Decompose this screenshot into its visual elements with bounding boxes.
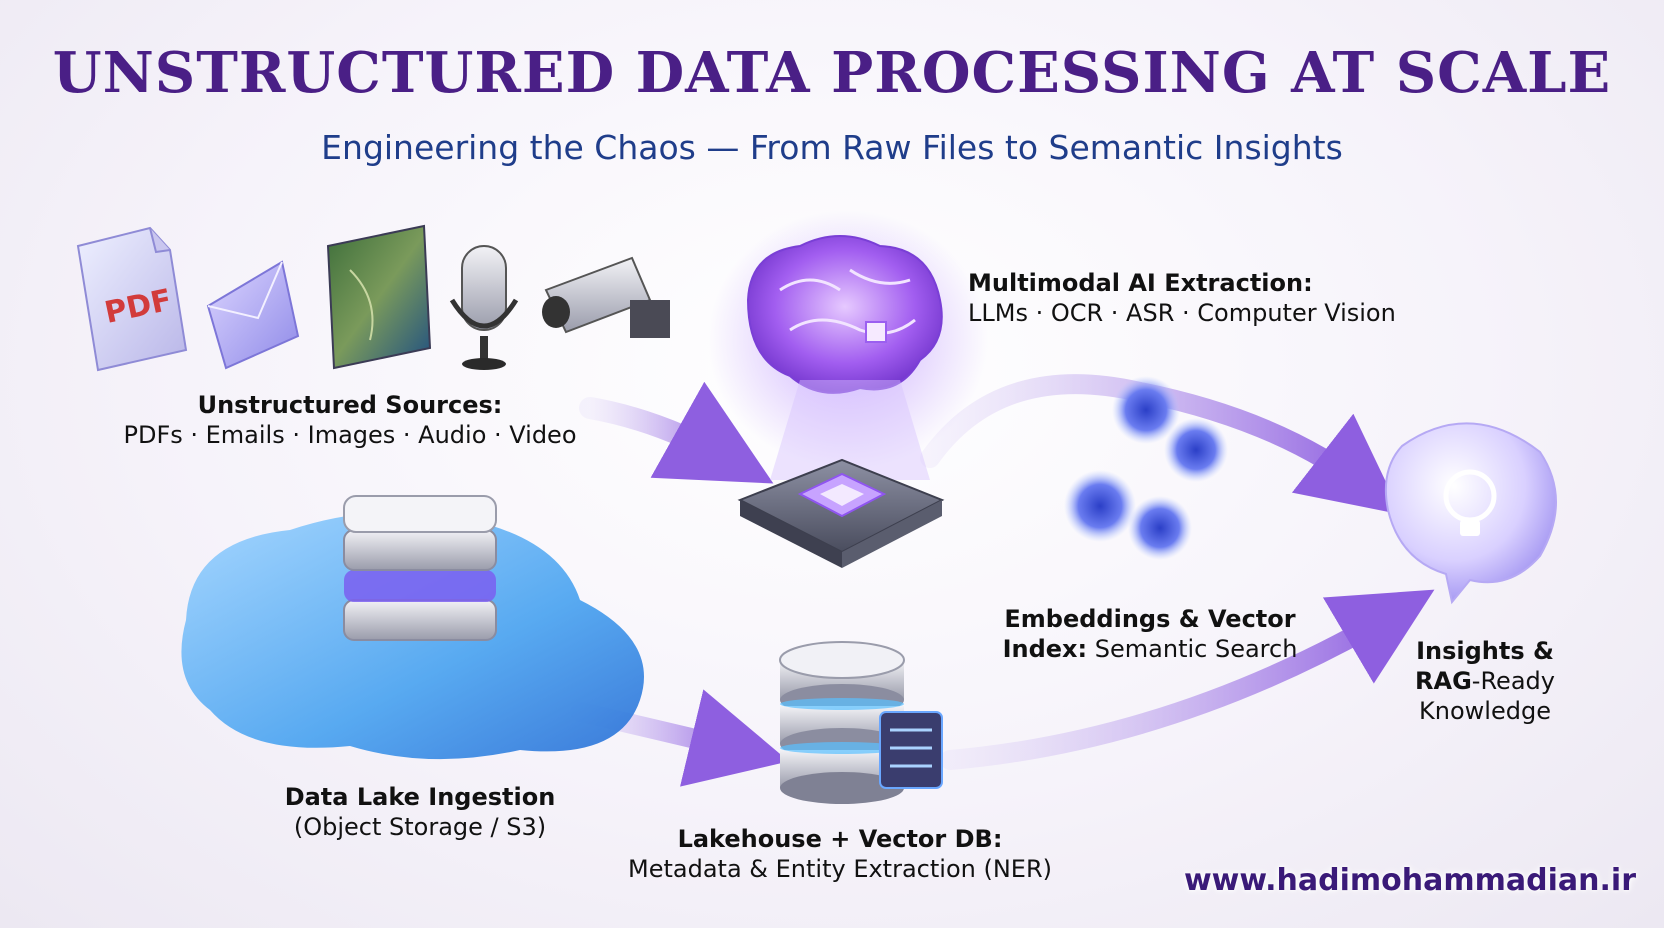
email-envelope-icon	[206, 260, 300, 370]
security-camera-icon	[542, 256, 670, 338]
extraction-detail: LLMs · OCR · ASR · Computer Vision	[968, 299, 1396, 327]
pdf-document-icon: PDF	[76, 226, 188, 372]
processor-chip-icon	[737, 458, 945, 568]
lakehouse-title: Lakehouse + Vector DB:	[677, 825, 1003, 853]
page-subtitle: Engineering the Chaos — From Raw Files t…	[321, 128, 1343, 167]
sources-title: Unstructured Sources:	[197, 391, 503, 419]
embeddings-line1: Embeddings & Vector	[1004, 605, 1296, 633]
extraction-label: Multimodal AI Extraction: LLMs · OCR · A…	[968, 268, 1488, 328]
light-beam	[770, 380, 930, 480]
arrow-sources-to-chip	[579, 381, 774, 484]
lakehouse-vector-database-icon	[779, 641, 943, 804]
sources-label: Unstructured Sources: PDFs · Emails · Im…	[120, 390, 580, 450]
insights-line2-rest: -Ready	[1471, 667, 1555, 695]
satellite-image-icon	[326, 224, 432, 370]
flow-arrows	[570, 374, 1435, 787]
lakehouse-label: Lakehouse + Vector DB: Metadata & Entity…	[620, 824, 1060, 884]
sources-detail: PDFs · Emails · Images · Audio · Video	[123, 421, 577, 449]
embeddings-line2-rest: Semantic Search	[1087, 635, 1298, 663]
page-title: UNSTRUCTURED DATA PROCESSING AT SCALE	[52, 40, 1612, 106]
microphone-icon	[449, 245, 519, 370]
data-lake-icon	[181, 495, 644, 760]
embeddings-label: Embeddings & Vector Index: Semantic Sear…	[980, 604, 1320, 664]
lake-title: Data Lake Ingestion	[284, 783, 556, 811]
insights-line3: Knowledge	[1419, 697, 1551, 725]
insights-label: Insights & RAG-Ready Knowledge	[1380, 636, 1590, 726]
lake-detail: (Object Storage / S3)	[293, 813, 547, 841]
website-url[interactable]: www.hadimohammadian.ir	[1183, 863, 1636, 898]
insights-lightbulb-bubble-icon	[1384, 422, 1557, 605]
arrow-lakehouse-to-insights	[940, 589, 1435, 770]
lake-label: Data Lake Ingestion (Object Storage / S3…	[260, 782, 580, 842]
insights-line1: Insights &	[1416, 637, 1554, 665]
vector-embedding-clusters	[1064, 376, 1228, 560]
insights-line2-bold: RAG	[1415, 667, 1472, 695]
lakehouse-detail: Metadata & Entity Extraction (NER)	[628, 855, 1052, 883]
embeddings-line2-bold: Index:	[1002, 635, 1088, 663]
ai-brain-icon	[708, 210, 988, 470]
extraction-title: Multimodal AI Extraction:	[968, 269, 1313, 297]
